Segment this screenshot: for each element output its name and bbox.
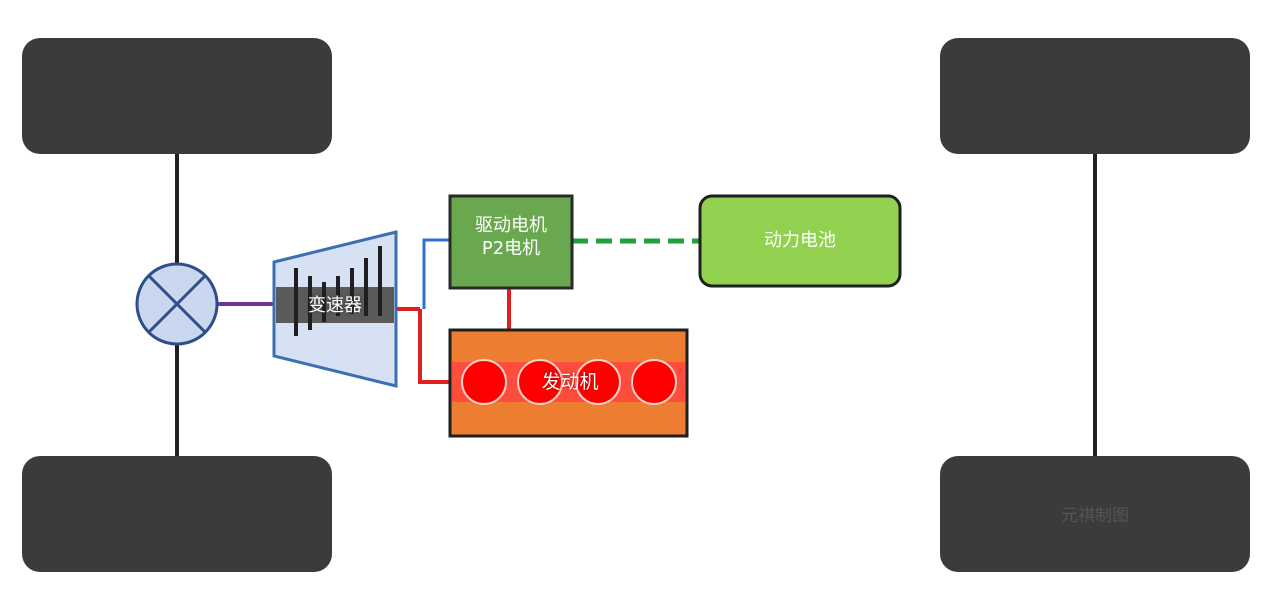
front-left-wheel [22, 38, 332, 154]
battery [698, 194, 902, 288]
engine-label: 发动机 [541, 371, 599, 393]
rear-left-wheel [940, 38, 1250, 154]
battery-label: 动力电池 [764, 230, 836, 251]
cylinders-icon [461, 359, 677, 405]
transmission-label: 变速器 [308, 295, 362, 316]
drive-motor-label-line2: P2电机 [481, 238, 541, 259]
transmission [272, 230, 398, 388]
differential-icon [135, 262, 219, 346]
gear-bars-icon [294, 246, 382, 336]
engine [448, 328, 689, 438]
drive-motor-label: 驱动电机 P2电机 [450, 214, 572, 260]
front-right-wheel [22, 456, 332, 572]
motor-trans-link [422, 238, 450, 309]
trans-engine-link [418, 309, 452, 384]
rear-right-wheel [940, 456, 1250, 572]
drive-motor-label-line1: 驱动电机 [475, 215, 547, 236]
drive-motor [448, 194, 574, 290]
watermark-text: 元祺制图 [1061, 506, 1129, 526]
